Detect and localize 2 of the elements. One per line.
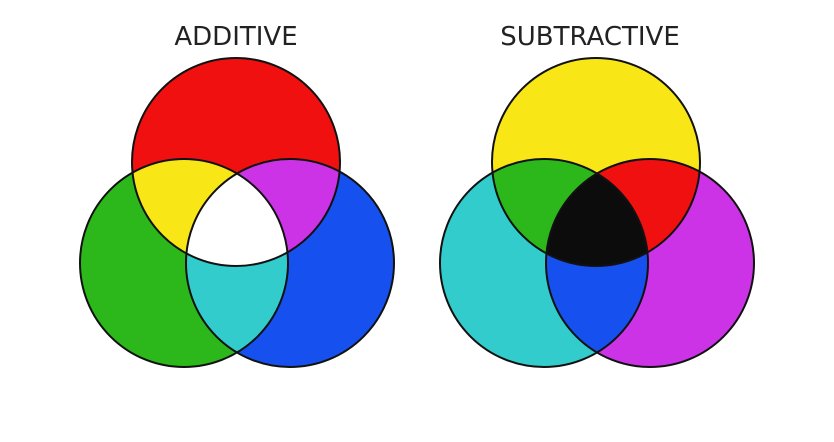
diagram-heading: SUBTRACTIVE xyxy=(500,22,680,52)
diagram-heading: ADDITIVE xyxy=(174,22,298,52)
